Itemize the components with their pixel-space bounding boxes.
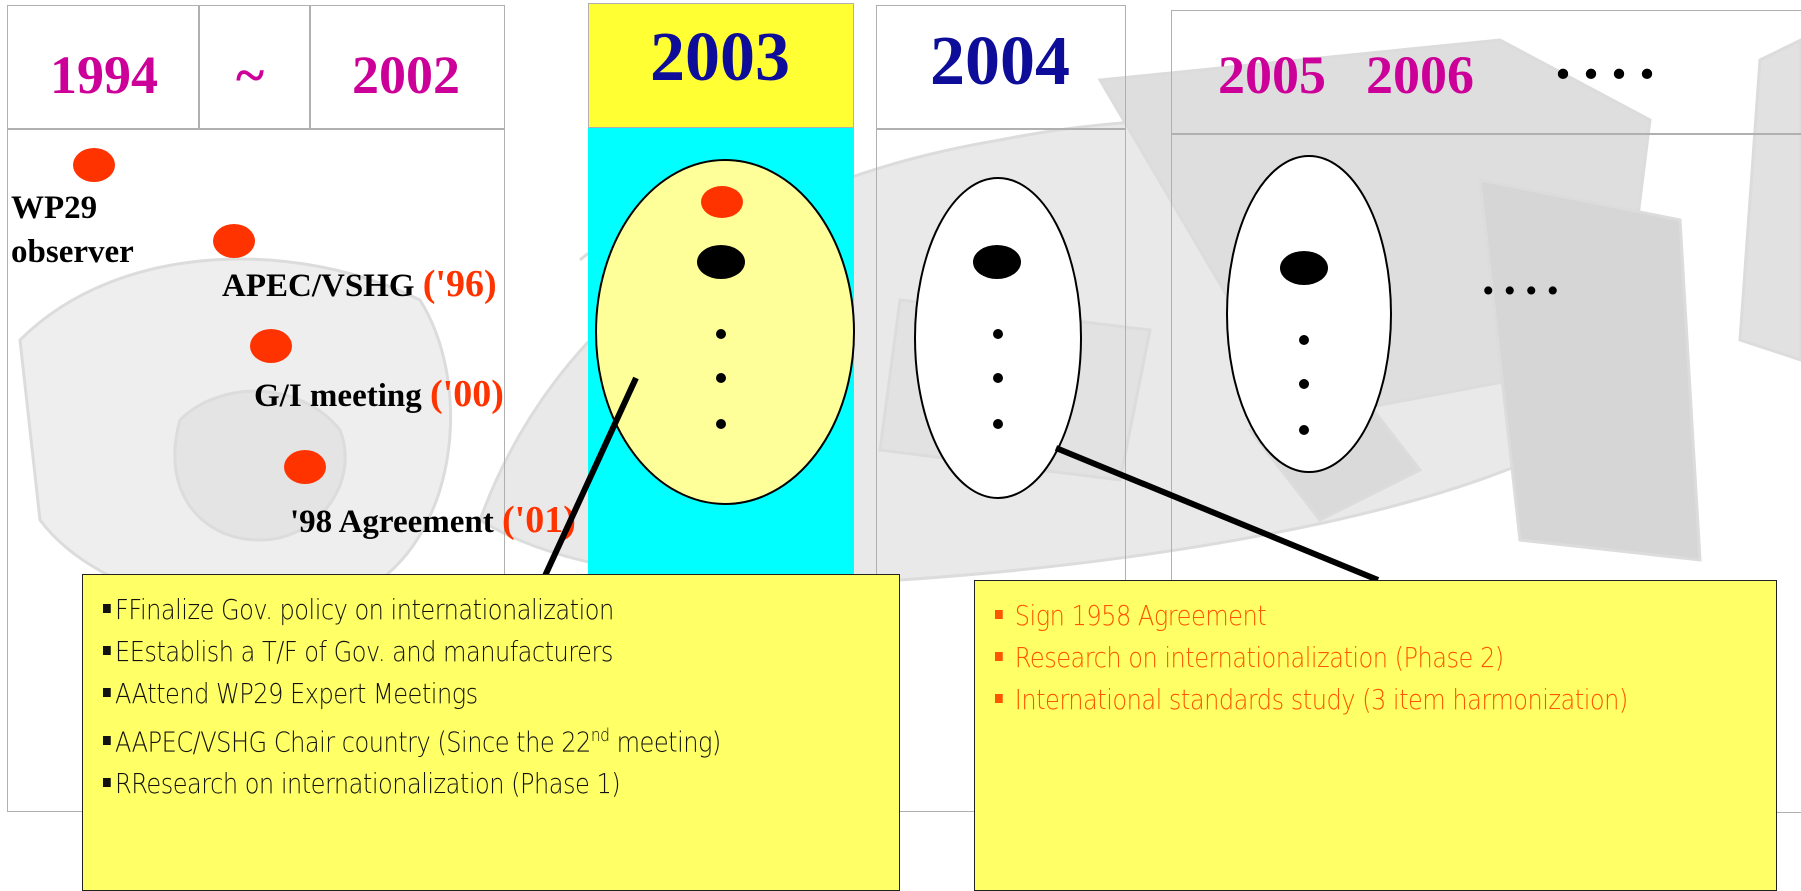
year-2004: 2004: [930, 23, 1070, 100]
notes-2004-item-1-text: Sign 1958 Agreement: [1014, 599, 1267, 632]
dot-2004-small-1: [993, 329, 1003, 339]
ellipse-2005: [1226, 155, 1392, 473]
year-2006: 2006: [1366, 45, 1474, 105]
notes-2004-item: International standards study (3 item ha…: [995, 679, 1667, 721]
callout-line-2004: [1054, 445, 1380, 583]
year-1994: 1994: [50, 45, 158, 105]
column-2005-header: [1171, 10, 1801, 135]
dot-2004-black: [973, 245, 1021, 279]
milestone-gi-label: G/I meeting: [254, 378, 422, 414]
dot-2003-red: [701, 186, 743, 218]
milestone-apec: APEC/VSHG ('96): [222, 262, 497, 306]
bullet-icon: [995, 610, 1003, 619]
milestone-apec-year: ('96): [422, 263, 497, 305]
notes-2003-item-4-text: AAPEC/VSHG Chair country (Since the 22: [115, 725, 591, 759]
year-tilde: ~: [236, 45, 265, 105]
dot-2003-small-2: [716, 373, 726, 383]
notes-2004-item: Sign 1958 Agreement: [995, 595, 1667, 637]
milestone-dot-apec: [213, 224, 255, 258]
bullet-icon: [995, 652, 1003, 661]
bullet-icon: [103, 604, 111, 613]
milestone-gi: G/I meeting ('00): [254, 372, 504, 416]
milestone-dot-98-agreement: [284, 450, 326, 484]
milestone-dot-gi: [250, 329, 292, 363]
dot-2003-black: [697, 245, 745, 279]
milestone-gi-year: ('00): [429, 373, 504, 415]
notes-2003-box: FFinalize Gov. policy on internationaliz…: [82, 574, 900, 891]
more-years-ellipsis: ....: [1555, 21, 1667, 92]
notes-2004-item: Research on internationalization (Phase …: [995, 637, 1667, 679]
milestone-wp29-line1: WP29: [11, 190, 98, 226]
notes-2003-item-5-text: RResearch on internationalization (Phase…: [115, 767, 621, 801]
notes-2004-box: Sign 1958 Agreement Research on internat…: [974, 580, 1777, 891]
column-2004-header: [876, 5, 1126, 130]
milestone-apec-label: APEC/VSHG: [222, 268, 415, 304]
notes-2003-item: AAttend WP29 Expert Meetings: [103, 673, 788, 715]
column-divider-1: [198, 5, 200, 130]
more-items-ellipsis: ....: [1482, 249, 1568, 305]
callout-line-2003: [541, 376, 639, 580]
notes-2003-item: EEstablish a T/F of Gov. and manufacture…: [103, 631, 788, 673]
milestone-wp29-line2: observer: [11, 234, 134, 270]
column-1994-header: [7, 5, 505, 130]
milestone-98-agreement-label: '98 Agreement: [290, 504, 494, 540]
notes-2003-item: AAPEC/VSHG Chair country (Since the 22nd…: [103, 715, 788, 763]
year-2005: 2005: [1218, 45, 1326, 105]
dot-2005-small-2: [1299, 379, 1309, 389]
bullet-icon: [103, 736, 111, 746]
dot-2003-small-3: [716, 419, 726, 429]
notes-2003-item-1-text: FFinalize Gov. policy on internationaliz…: [115, 593, 614, 626]
year-2003: 2003: [650, 19, 790, 96]
notes-2003-item-2-text: EEstablish a T/F of Gov. and manufacture…: [115, 635, 613, 668]
column-2003-header: [588, 3, 854, 128]
dot-2005-black: [1280, 251, 1328, 285]
bullet-icon: [103, 646, 111, 655]
notes-2004-item-2-text: Research on internationalization (Phase …: [1014, 641, 1504, 674]
dot-2005-small-3: [1299, 425, 1309, 435]
dot-2004-small-3: [993, 419, 1003, 429]
column-divider-2: [309, 5, 311, 130]
notes-2004-item-3-text: International standards study (3 item ha…: [1014, 683, 1628, 716]
notes-2003-item: FFinalize Gov. policy on internationaliz…: [103, 589, 788, 631]
year-2002: 2002: [352, 45, 460, 105]
notes-2003-item-4-tail: meeting): [609, 725, 722, 759]
dot-2003-small-1: [716, 329, 726, 339]
milestone-wp29: WP29 observer: [11, 186, 134, 274]
milestone-dot-wp29: [73, 148, 115, 182]
dot-2005-small-1: [1299, 335, 1309, 345]
bullet-icon: [103, 778, 111, 788]
bullet-icon: [995, 694, 1003, 703]
bullet-icon: [103, 688, 111, 697]
dot-2004-small-2: [993, 373, 1003, 383]
notes-2003-item-3-text: AAttend WP29 Expert Meetings: [115, 677, 478, 710]
notes-2003-item: RResearch on internationalization (Phase…: [103, 763, 788, 805]
notes-2003-item-4-sup: nd: [590, 725, 610, 746]
